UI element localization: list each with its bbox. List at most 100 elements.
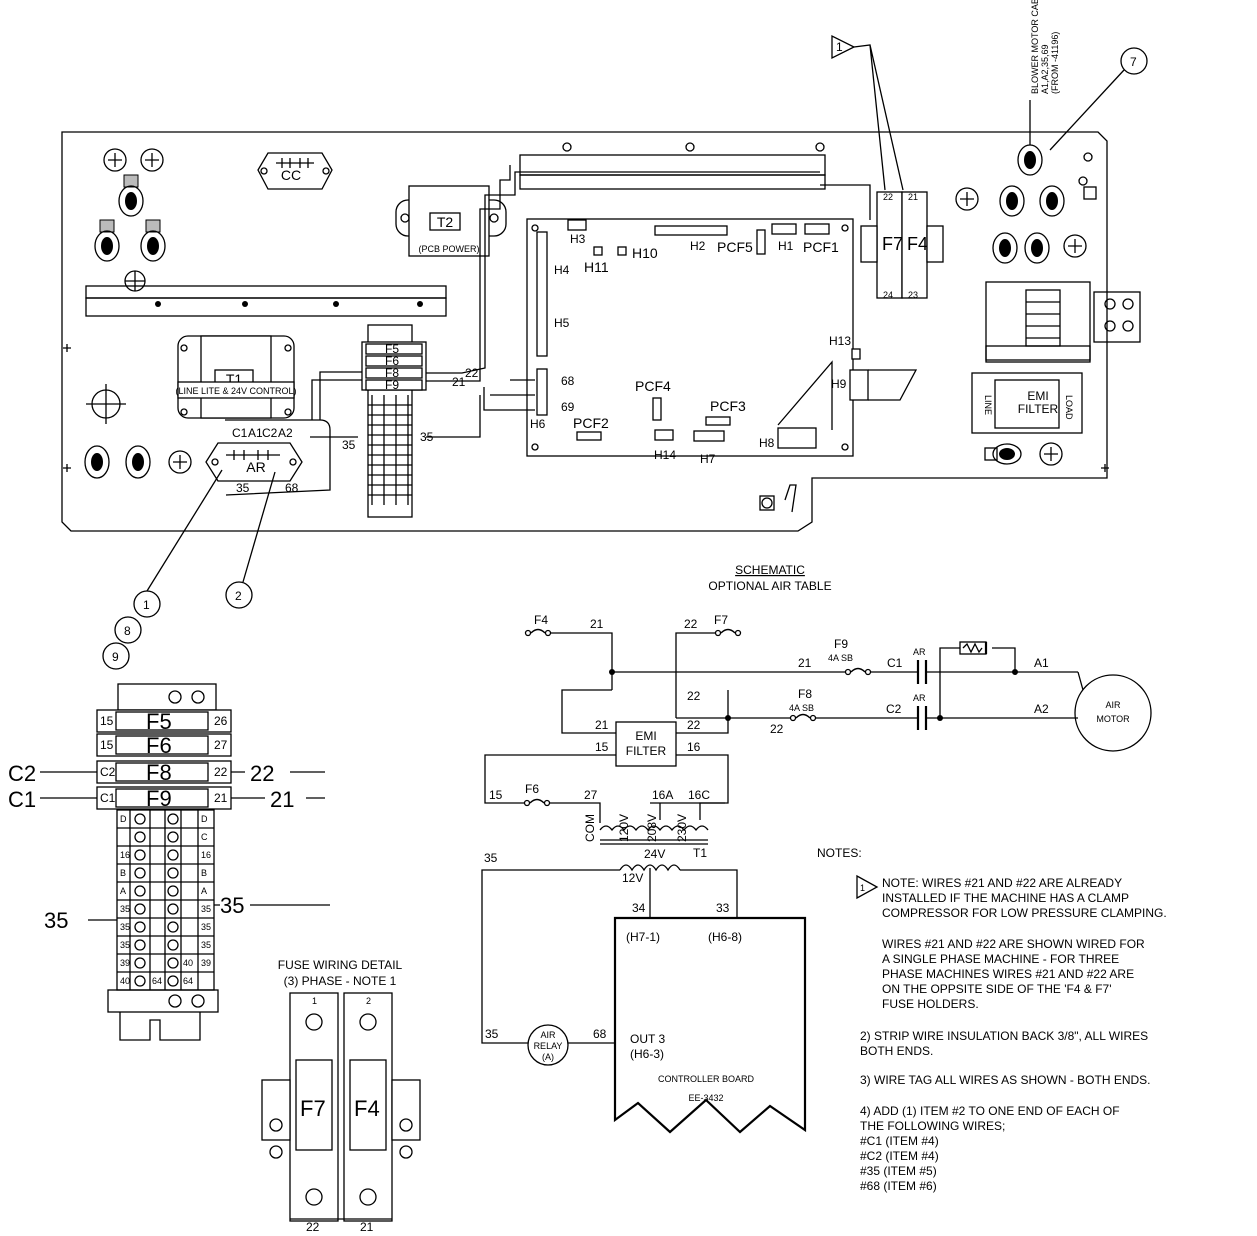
cc-label: CC — [281, 167, 301, 183]
detail-row-left-9: 40 — [120, 976, 130, 986]
note-2-line-2: BOTH ENDS. — [860, 1044, 933, 1058]
panel-emi-filter: EMI FILTER LINE LOAD — [971, 372, 1083, 466]
detail-row-left-3: B — [120, 868, 126, 878]
sch-tap-208v: 208V — [645, 814, 659, 842]
detail-row-right-5: A — [201, 886, 207, 896]
detail-right-num-2: 27 — [214, 738, 228, 752]
sch-24v: 24V — [644, 847, 665, 861]
terminal-detail: F5 F6 F8 F9 15 15 C2 C1 26 27 22 21 C2 C… — [8, 683, 330, 1041]
schematic-subtitle: OPTIONAL AIR TABLE — [708, 579, 831, 593]
panel-emi-line: LINE — [983, 395, 993, 415]
note-1b-line-3: PHASE MACHINES WIRES #21 AND #22 ARE — [882, 967, 1134, 981]
sch-w27: 27 — [584, 788, 598, 802]
sch-w16a: 16A — [652, 788, 673, 802]
blower-text-1: BLOWER MOTOR CABLE — [1030, 0, 1040, 94]
t2-transformer: T2 (PCB POWER) — [395, 185, 507, 257]
pcb-label-pcf4: PCF4 — [635, 378, 671, 394]
note-1-line-3: COMPRESSOR FOR LOW PRESSURE CLAMPING. — [882, 906, 1167, 920]
ar-term-c2: C2 — [262, 426, 278, 440]
detail-right-num-3: 22 — [214, 765, 228, 779]
detail-row-right-7: 35 — [201, 922, 211, 932]
fuse-detail-f7: F7 — [300, 1096, 326, 1121]
detail-fuse-f5: F5 — [146, 709, 172, 734]
sch-f6: F6 — [525, 782, 539, 796]
panel-layout: CC T2 (PCB POWER) H3 H2 — [61, 0, 1141, 532]
panel-strip-f5: F5 — [385, 342, 399, 356]
plus-terminal-icon — [103, 148, 164, 172]
sch-board-1: CONTROLLER BOARD — [658, 1074, 755, 1084]
detail-row-left-1: D — [120, 814, 127, 824]
pcb-label-pcf2: PCF2 — [573, 415, 609, 431]
sch-w22c: 22 — [770, 722, 784, 736]
panel-wire-35-right: 35 — [420, 430, 434, 444]
sch-f7: F7 — [714, 613, 728, 627]
detail-right-num-1: 26 — [214, 714, 228, 728]
detail-row-right-8: 35 — [201, 940, 211, 950]
detail-row-right-6: 35 — [201, 904, 211, 914]
sch-emi-21: 21 — [595, 718, 609, 732]
pcb-label-h2: H2 — [690, 239, 706, 253]
panel-wire-35-left: 35 — [342, 438, 356, 452]
fuse-detail-f4: F4 — [354, 1096, 380, 1121]
ar-label: AR — [246, 459, 265, 475]
sch-a2: A2 — [1034, 702, 1049, 716]
panel-f7-bottom-num: 24 — [883, 290, 893, 300]
detail-wire-c2: C2 — [8, 761, 36, 786]
pcb-label-h3: H3 — [570, 232, 586, 246]
pcb-label-h9: H9 — [831, 377, 847, 391]
notes-n1-marker: 1 — [860, 883, 865, 893]
t1-sub: (LINE LITE & 24V CONTROL) — [175, 386, 296, 396]
pcb-label-h1: H1 — [778, 239, 794, 253]
ground-lugs — [759, 464, 1109, 513]
callout-1: 1 — [143, 598, 150, 612]
detail-row-left-10: 64 — [152, 976, 162, 986]
pcb-board: H3 H2 PCF5 H1 PCF1 H11 H10 H4 H5 H13 H9 … — [526, 218, 918, 466]
note-1b-line-5: FUSE HOLDERS. — [882, 997, 979, 1011]
detail-wire-c1: C1 — [8, 787, 36, 812]
pcb-label-h11: H11 — [584, 259, 609, 275]
detail-row-right-10: 40 — [183, 958, 193, 968]
detail-left-num-2: 15 — [100, 738, 114, 752]
sch-h6: (H6-8) — [708, 930, 742, 944]
note-4-line-3: #C1 (ITEM #4) — [860, 1134, 939, 1148]
detail-row-right-4: B — [201, 868, 207, 878]
ar-term-a2: A2 — [278, 426, 293, 440]
panel-wire-22: 22 — [465, 366, 479, 380]
detail-row-left-6: 35 — [120, 922, 130, 932]
ar-relay: C1 A1 C2 A2 AR 35 68 — [205, 419, 331, 496]
panel-f7-top-num: 22 — [883, 192, 893, 202]
detail-row-left-8: 39 — [120, 958, 130, 968]
detail-row-left-2: 16 — [120, 850, 130, 860]
sch-a1: A1 — [1034, 656, 1049, 670]
detail-row-right-2: C — [201, 832, 208, 842]
note-3-line-1: 3) WIRE TAG ALL WIRES AS SHOWN - BOTH EN… — [860, 1073, 1151, 1087]
pcb-label-h5: H5 — [554, 316, 570, 330]
note-1b-line-1: WIRES #21 AND #22 ARE SHOWN WIRED FOR — [882, 937, 1145, 951]
pcb-label-h8: H8 — [759, 436, 775, 450]
sch-f8-rating: 4A SB — [789, 703, 814, 713]
sch-f4: F4 — [534, 613, 548, 627]
callout-7: 7 — [1130, 55, 1137, 69]
blower-text-2: A1,A2,35,69 — [1040, 44, 1050, 94]
panel-emi-label: EMI — [1027, 389, 1048, 403]
fuse-detail-top-1: 1 — [312, 996, 317, 1006]
blower-text-3: (FROM -41196) — [1050, 32, 1060, 94]
fuse-detail-bottom-22: 22 — [306, 1220, 320, 1234]
detail-left-num-4: C1 — [100, 791, 116, 805]
panel-wires: 22 21 35 35 68 69 — [310, 165, 871, 452]
callout-9: 9 — [112, 650, 119, 664]
fuse-detail-top-2: 2 — [366, 996, 371, 1006]
sch-relay-2: RELAY — [534, 1041, 563, 1051]
panel-wire-68: 68 — [561, 374, 575, 388]
fuse-wiring-detail: FUSE WIRING DETAIL (3) PHASE - NOTE 1 1 … — [261, 958, 421, 1234]
detail-wire-35-right: 35 — [220, 893, 244, 918]
sch-w68: 68 — [593, 1027, 607, 1041]
sch-h7: (H7-1) — [626, 930, 660, 944]
sch-emi-1: EMI — [635, 729, 656, 743]
callout-triangle-1: 1 — [836, 40, 843, 54]
schematic: SCHEMATIC OPTIONAL AIR TABLE F4 21 22 F7… — [481, 563, 1152, 1134]
sch-emi-22: 22 — [687, 718, 701, 732]
sch-w35: 35 — [484, 851, 498, 865]
sch-w21b: 21 — [798, 656, 812, 670]
blower-cord-grips — [955, 144, 1097, 264]
